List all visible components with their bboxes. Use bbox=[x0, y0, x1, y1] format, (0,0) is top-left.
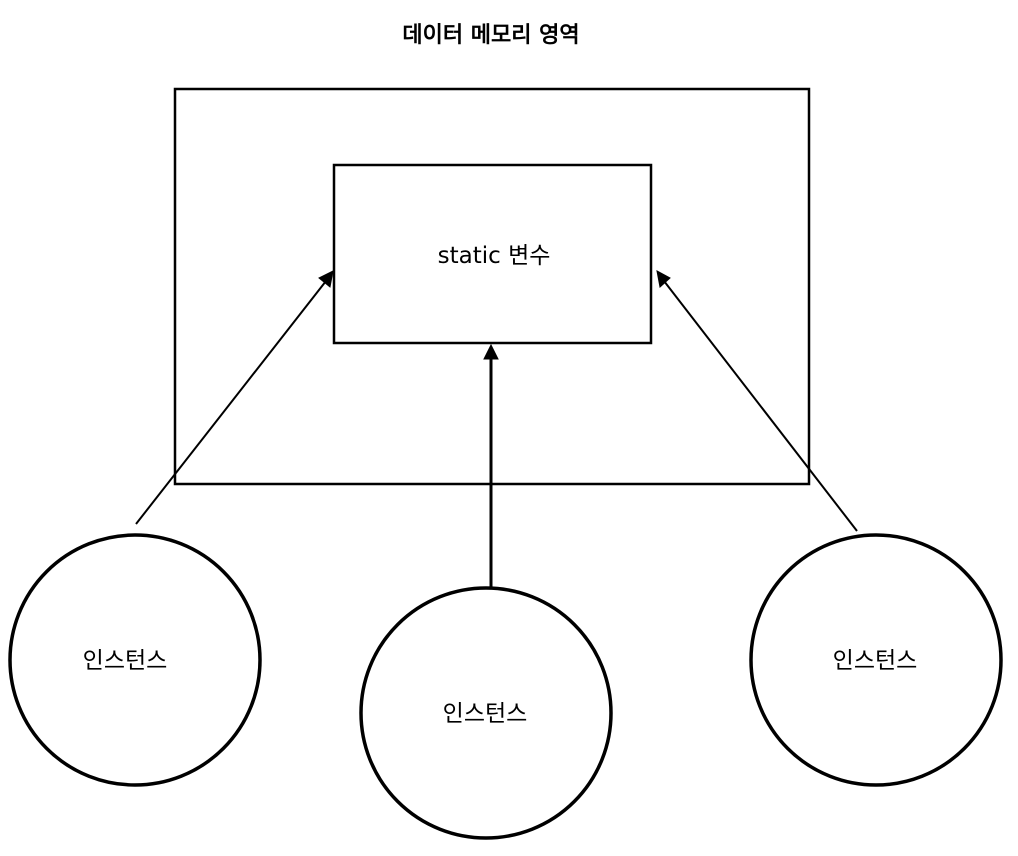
arrow-head bbox=[656, 270, 671, 288]
arrow-head bbox=[318, 270, 334, 288]
instance-node-left: 인스턴스 bbox=[8, 533, 262, 787]
instance-node-center: 인스턴스 bbox=[359, 586, 613, 840]
arrow-left-instance-to-static bbox=[135, 270, 334, 525]
static-variable-label: static 변수 bbox=[438, 243, 551, 269]
instance-label: 인스턴스 bbox=[833, 648, 918, 674]
diagram-title: 데이터 메모리 영역 bbox=[402, 23, 579, 48]
instance-label: 인스턴스 bbox=[443, 701, 528, 727]
static-variable-box bbox=[332, 163, 653, 345]
arrow-head bbox=[483, 343, 499, 360]
arrow-center-instance-to-static bbox=[483, 343, 499, 588]
instance-node-right: 인스턴스 bbox=[749, 533, 1003, 787]
instance-label: 인스턴스 bbox=[83, 648, 168, 674]
arrow-right-instance-to-static bbox=[656, 270, 858, 532]
